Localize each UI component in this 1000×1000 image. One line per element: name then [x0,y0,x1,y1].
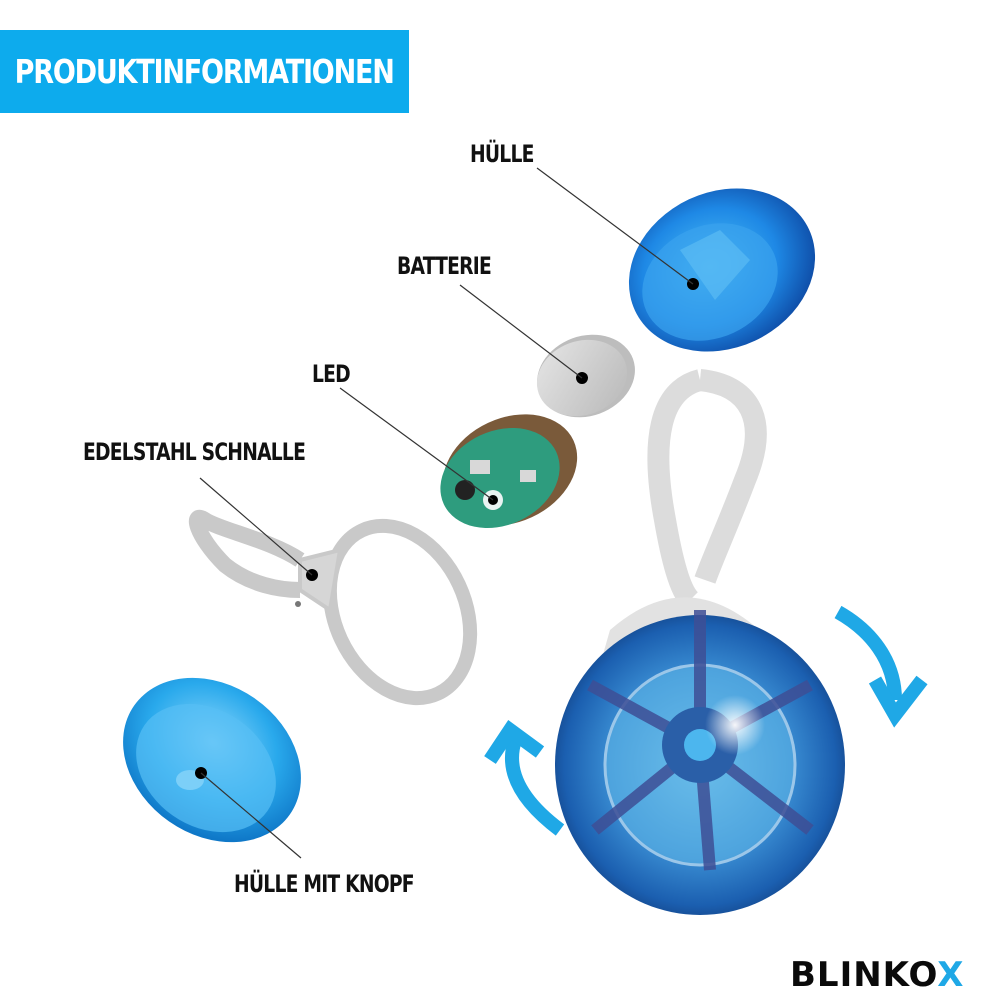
case-with-button-part [123,677,301,843]
assembled-light [555,369,845,915]
case-top-part [628,188,816,352]
label-huelle: HÜLLE [470,140,534,168]
brand-accent-letter: X [937,955,965,995]
clockwise-arrow-icon [834,605,928,728]
label-edelstahl-schnalle: EDELSTAHL SCHNALLE [83,438,306,466]
brand-name: BLINKO [790,955,938,995]
led-board-part [440,414,578,529]
label-batterie: BATTERIE [397,252,492,280]
leader-lines [199,167,694,859]
stainless-buckle-part [188,509,478,706]
brand-logo: BLINKOX [790,955,964,995]
label-led: LED [312,360,351,388]
page-title: PRODUKTINFORMATIONEN [14,52,395,91]
header-banner: PRODUKTINFORMATIONEN [0,30,409,113]
label-huelle-mit-knopf: HÜLLE MIT KNOPF [234,870,415,898]
counterclockwise-arrow-icon [484,720,565,836]
battery-part [536,334,635,418]
